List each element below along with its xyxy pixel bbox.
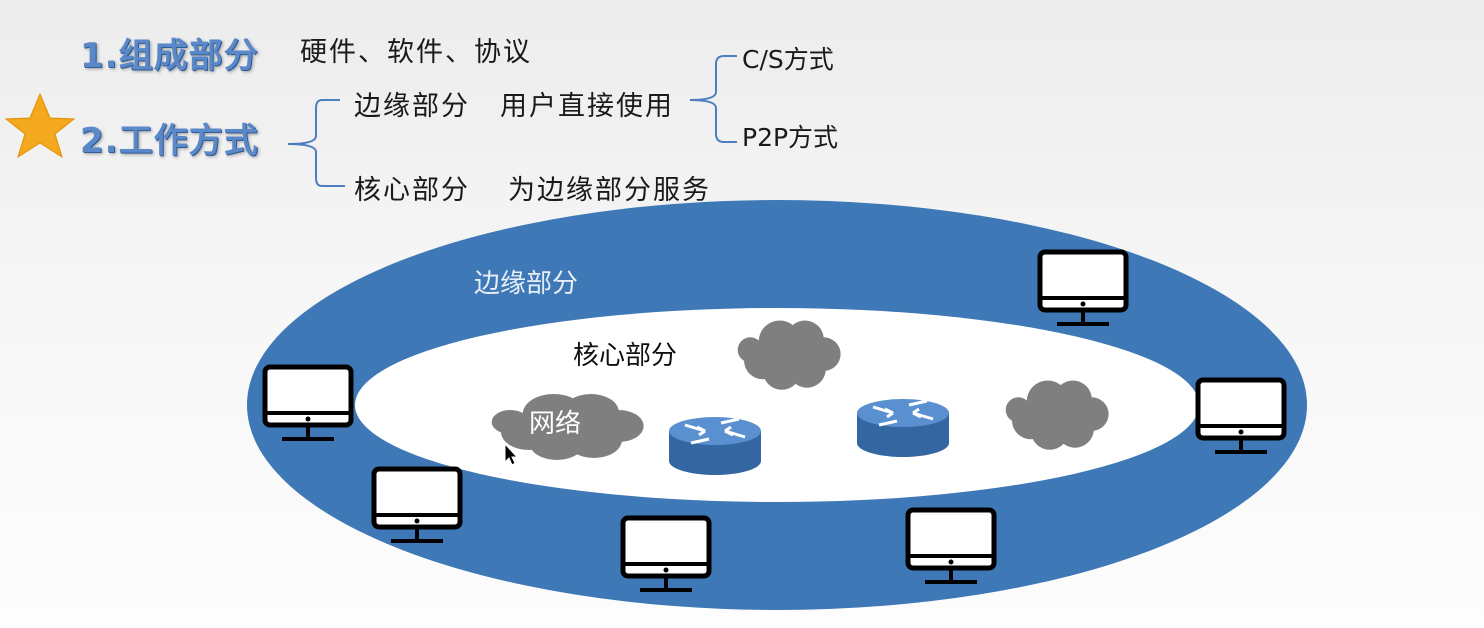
core-part-label: 核心部分 [354,175,470,206]
heading-working-mode: 2.工作方式 [80,121,259,161]
core-part-desc: 为边缘部分服务 [508,175,711,206]
cloud-network-label: 网络 [529,409,581,439]
brace-edge-modes [689,55,737,143]
composition-detail: 硬件、软件、协议 [300,37,532,68]
ring-edge-label: 边缘部分 [474,269,578,299]
edge-part-desc: 用户直接使用 [500,91,674,122]
router-icon [667,415,763,477]
mouse-cursor-icon [504,442,519,466]
edge-part-label: 边缘部分 [354,91,470,122]
router-icon [855,397,951,459]
cs-mode-label: C/S方式 [742,45,834,74]
p2p-mode-label: P2P方式 [742,123,839,152]
ring-core-label: 核心部分 [573,341,677,371]
heading-composition: 1.组成部分 [80,36,259,76]
star-icon [4,92,76,159]
brace-working-mode [287,99,345,187]
